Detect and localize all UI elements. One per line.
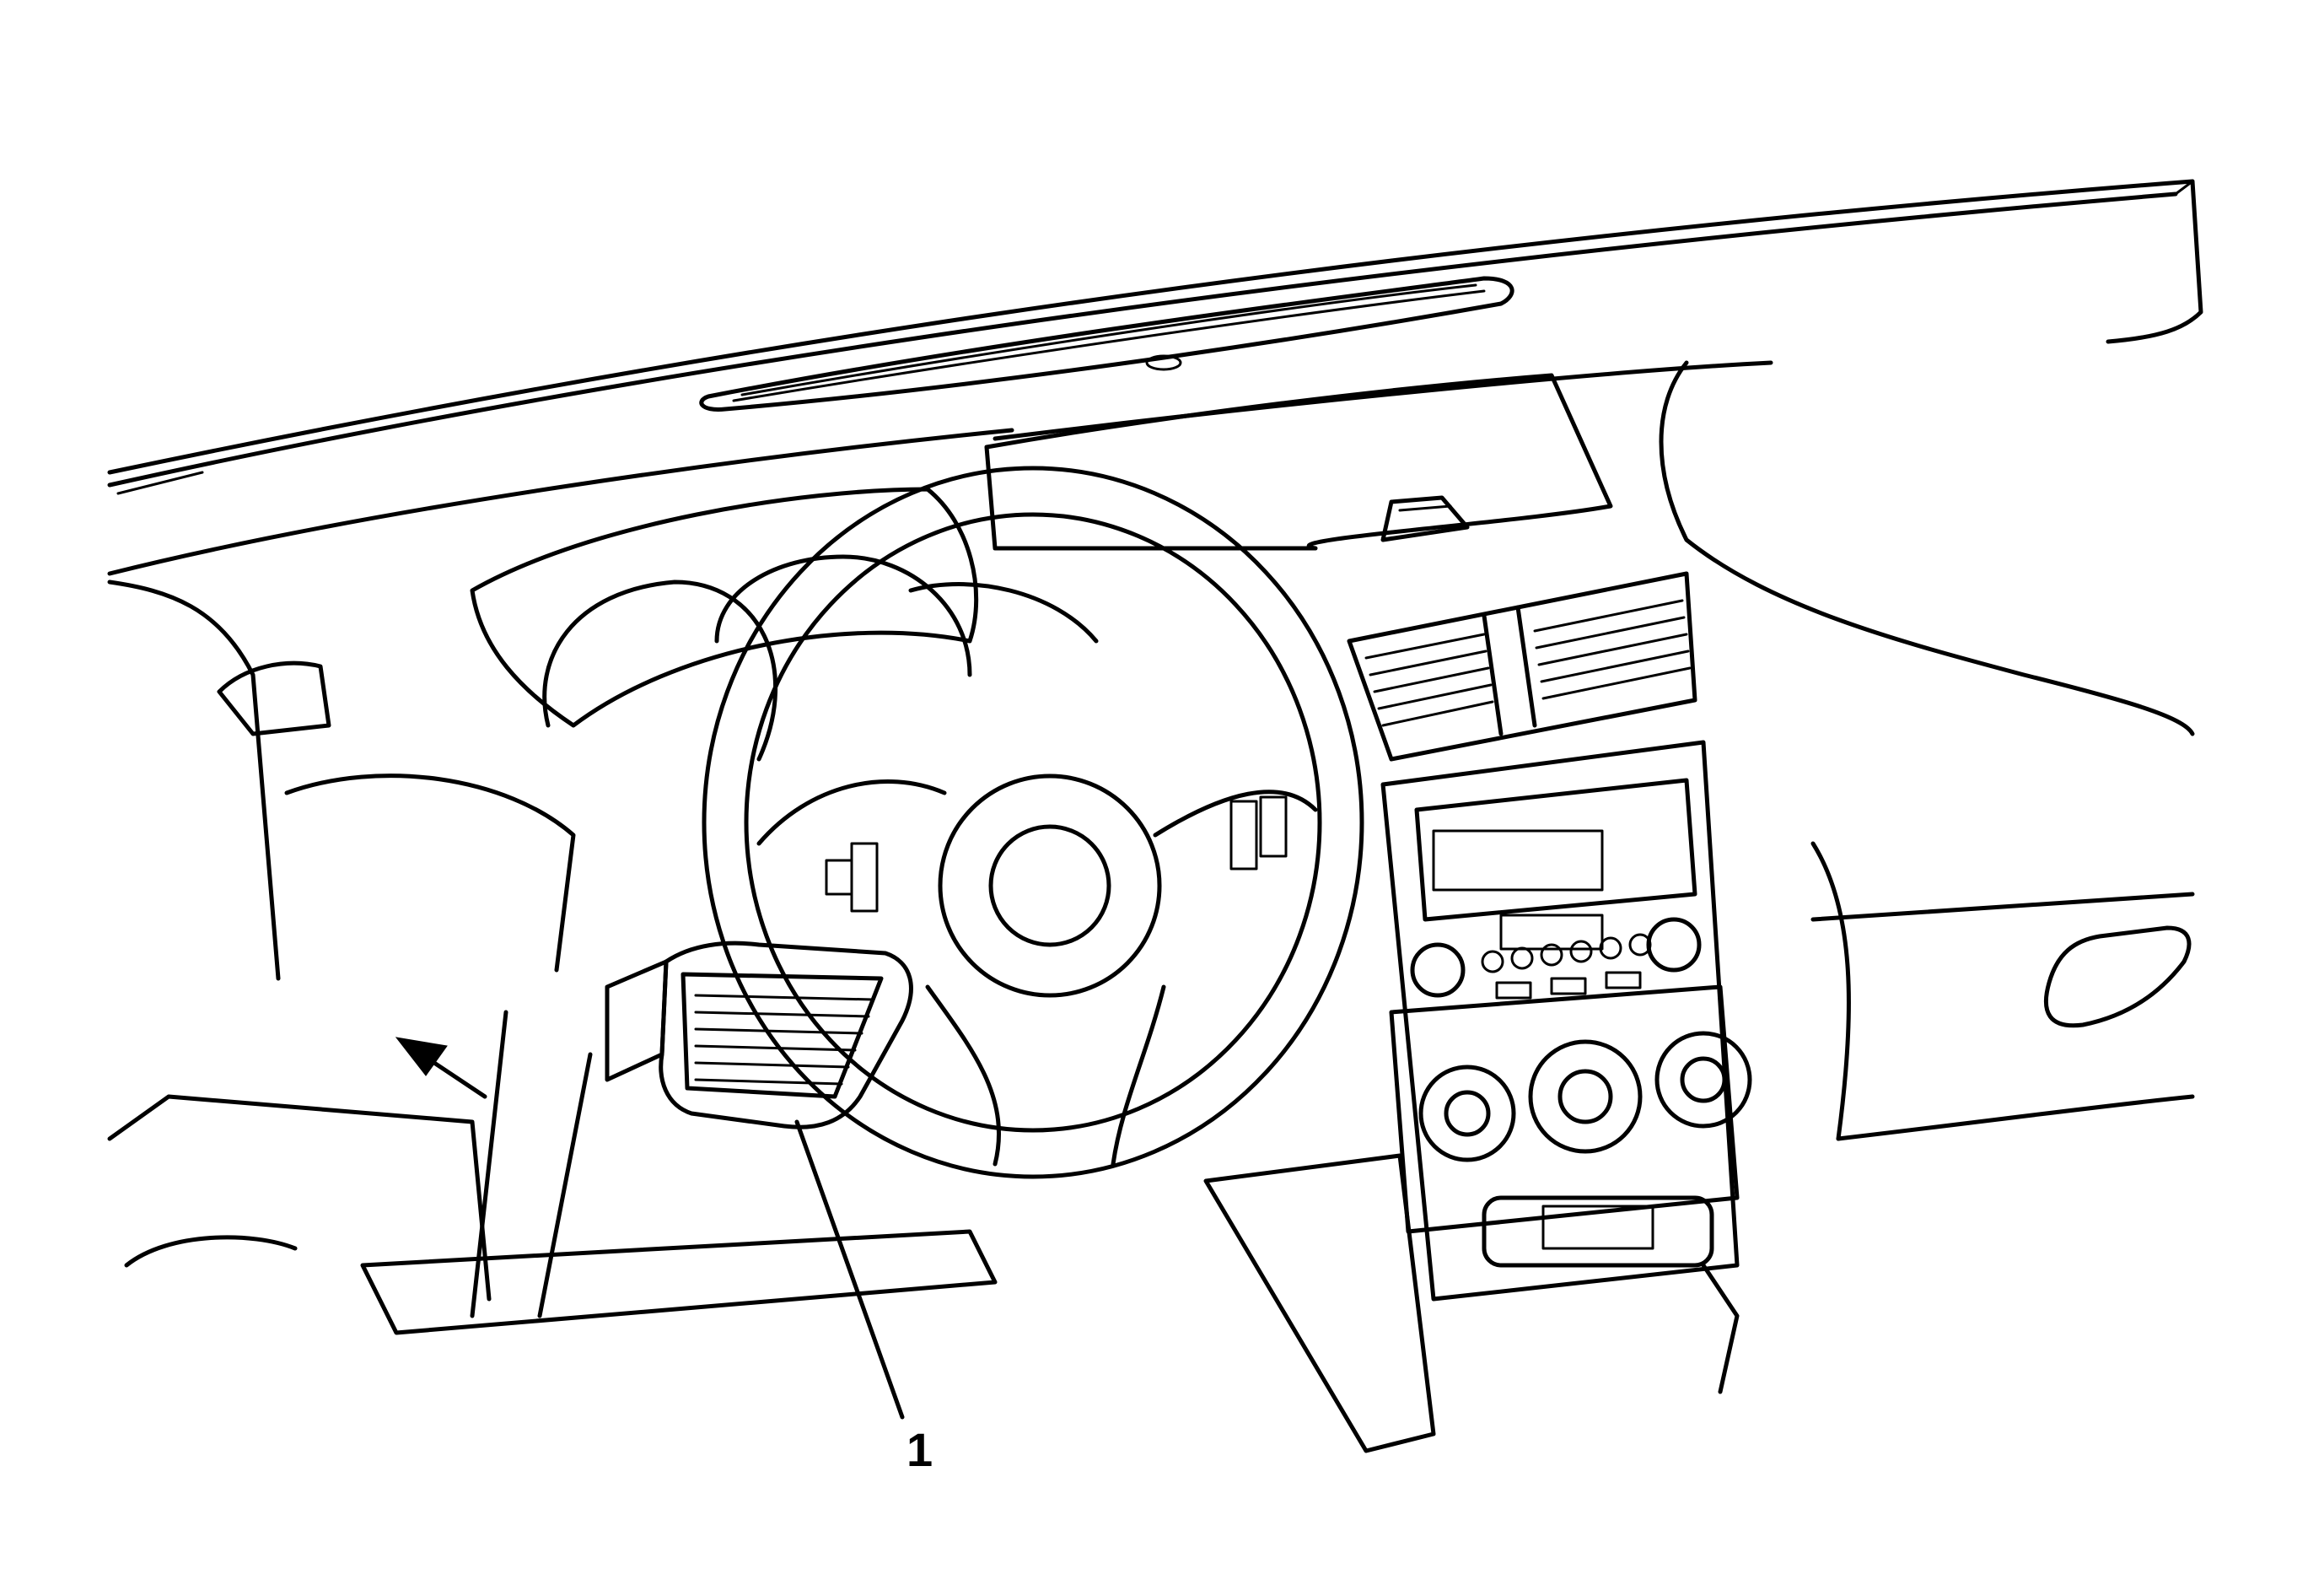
center-air-vents bbox=[1347, 571, 1697, 762]
removal-direction-arrow bbox=[395, 1037, 487, 1099]
passenger-dash-panel bbox=[1659, 360, 2195, 1141]
steering-wheel bbox=[702, 466, 1364, 1179]
defroster-vent bbox=[699, 276, 1514, 412]
callout-leader-line bbox=[794, 1119, 905, 1420]
center-storage-lid bbox=[984, 373, 1613, 551]
center-stack bbox=[1380, 740, 1752, 1302]
air-outlet-component bbox=[605, 941, 913, 1129]
callout-1-label: 1 bbox=[906, 1423, 933, 1476]
left-dash-frame bbox=[107, 579, 1740, 1453]
dashboard-top-contour bbox=[107, 179, 2203, 576]
instrument-cluster bbox=[470, 487, 1099, 762]
